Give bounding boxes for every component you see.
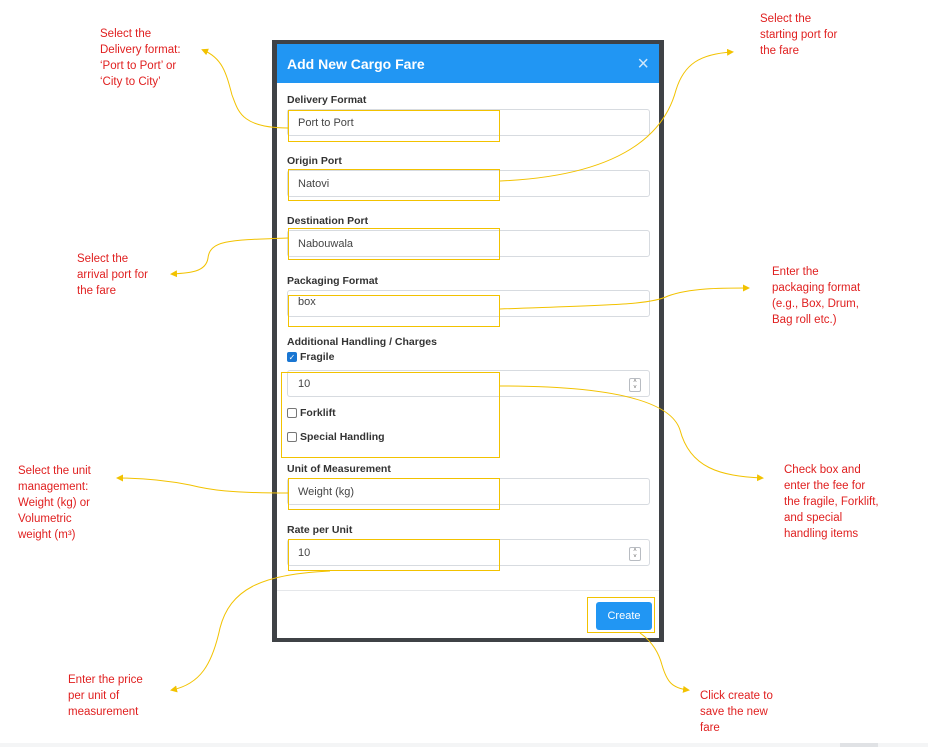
destination-port-field: Destination Port Nabouwala	[287, 215, 650, 257]
special-handling-option[interactable]: Special Handling	[287, 431, 385, 443]
origin-port-label: Origin Port	[287, 155, 342, 167]
packaging-format-label: Packaging Format	[287, 275, 379, 287]
forklift-checkbox[interactable]	[287, 408, 297, 418]
fragile-fee-spinner-icon[interactable]: ˄˅	[629, 378, 641, 392]
packaging-format-value: box	[298, 296, 316, 308]
arrow-handling	[499, 385, 764, 482]
annotation-origin: Select the starting port for the fare	[760, 13, 838, 57]
unit-select[interactable]: Weight (kg)	[287, 478, 650, 505]
unit-field: Unit of Measurement Weight (kg)	[287, 463, 650, 505]
rate-label: Rate per Unit	[287, 524, 353, 536]
origin-port-select[interactable]: Natovi	[287, 170, 650, 197]
additional-handling-field: Additional Handling / Charges	[287, 336, 650, 348]
annotation-handling: Check box and enter the fee for the frag…	[784, 464, 879, 540]
arrow-packaging	[499, 284, 750, 310]
rate-value: 10	[298, 546, 311, 559]
annotation-delivery: Select the Delivery format: ‘Port to Por…	[100, 28, 181, 88]
destination-port-label: Destination Port	[287, 215, 369, 227]
annotation-rate: Enter the price per unit of measurement	[68, 674, 143, 718]
destination-port-value: Nabouwala	[298, 237, 354, 250]
footer-divider	[277, 590, 659, 591]
add-cargo-fare-modal: Add New Cargo Fare × Delivery Format Por…	[277, 44, 659, 638]
annotation-unit: Select the unit management: Weight (kg) …	[18, 465, 91, 541]
fragile-option[interactable]: ✓ Fragile	[287, 351, 334, 363]
packaging-format-field: Packaging Format box	[287, 275, 650, 317]
origin-port-value: Natovi	[298, 177, 330, 190]
arrow-origin	[499, 48, 734, 182]
fragile-checkbox[interactable]: ✓	[287, 352, 297, 362]
unit-value: Weight (kg)	[298, 485, 355, 498]
fragile-label: Fragile	[300, 351, 335, 363]
modal-header: Add New Cargo Fare ×	[277, 44, 659, 83]
delivery-format-field: Delivery Format Port to Port	[287, 94, 650, 136]
forklift-option[interactable]: Forklift	[287, 407, 336, 419]
arrow-destination	[170, 237, 289, 278]
arrow-unit	[116, 474, 289, 494]
rate-input[interactable]: 10 ˄˅	[287, 539, 650, 566]
special-handling-checkbox[interactable]	[287, 432, 297, 442]
fragile-fee-value: 10	[298, 377, 311, 390]
forklift-label: Forklift	[300, 407, 336, 419]
annotation-packaging: Enter the packaging format (e.g., Box, D…	[772, 266, 861, 326]
annotation-create: Click create to save the new fare	[700, 690, 773, 734]
fragile-fee-input[interactable]: 10 ˄˅	[287, 370, 650, 397]
origin-port-field: Origin Port Natovi	[287, 155, 650, 197]
arrow-delivery	[201, 48, 289, 129]
unit-label: Unit of Measurement	[287, 463, 391, 475]
rate-field: Rate per Unit 10 ˄˅	[287, 524, 650, 566]
create-button[interactable]: Create	[596, 602, 652, 630]
packaging-format-input[interactable]: box	[287, 290, 650, 317]
close-icon[interactable]: ×	[637, 52, 649, 75]
delivery-format-label: Delivery Format	[287, 94, 367, 106]
special-handling-label: Special Handling	[300, 431, 385, 443]
arrow-create	[639, 632, 690, 693]
additional-handling-label: Additional Handling / Charges	[287, 336, 437, 348]
rate-spinner-icon[interactable]: ˄˅	[629, 547, 641, 561]
annotation-destination: Select the arrival port for the fare	[77, 253, 148, 297]
delivery-format-value: Port to Port	[298, 116, 354, 129]
modal-title: Add New Cargo Fare	[287, 55, 425, 72]
destination-port-select[interactable]: Nabouwala	[287, 230, 650, 257]
bottom-chip	[840, 743, 878, 747]
arrow-rate	[170, 570, 331, 693]
bottom-bar	[0, 743, 928, 747]
delivery-format-select[interactable]: Port to Port	[287, 109, 650, 136]
